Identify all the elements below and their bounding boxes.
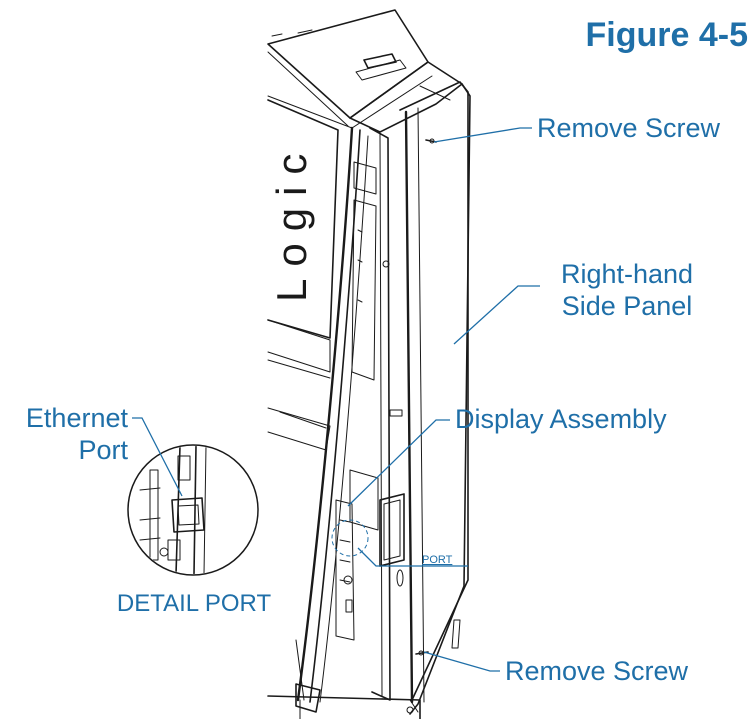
label-side-panel-line2: Side Panel xyxy=(562,291,693,321)
label-remove-screw-bottom: Remove Screw xyxy=(505,656,689,686)
leader-side-panel xyxy=(453,285,540,345)
cabinet-drawing: Logic xyxy=(267,9,471,719)
label-remove-screw-top: Remove Screw xyxy=(537,113,721,143)
leader-ethernet-port xyxy=(132,417,183,497)
label-display-assembly: Display Assembly xyxy=(455,404,667,434)
leader-remove-screw-top xyxy=(433,127,532,143)
label-detail-port: DETAIL PORT xyxy=(117,590,272,617)
leader-lines xyxy=(132,127,540,672)
leader-remove-screw-bottom xyxy=(423,651,500,672)
label-ethernet-line2: Port xyxy=(78,435,128,465)
label-port-small: PORT xyxy=(422,554,453,566)
label-ethernet-line1: Ethernet xyxy=(26,403,129,433)
detail-port-inset xyxy=(127,444,259,576)
leader-port-small xyxy=(357,547,468,567)
brand-logo-text: Logic xyxy=(268,142,315,302)
figure-title: Figure 4-5 xyxy=(586,16,748,54)
leader-display-assembly xyxy=(347,419,450,507)
detail-marker-circle xyxy=(331,519,369,557)
label-side-panel-line1: Right-hand xyxy=(561,259,693,289)
